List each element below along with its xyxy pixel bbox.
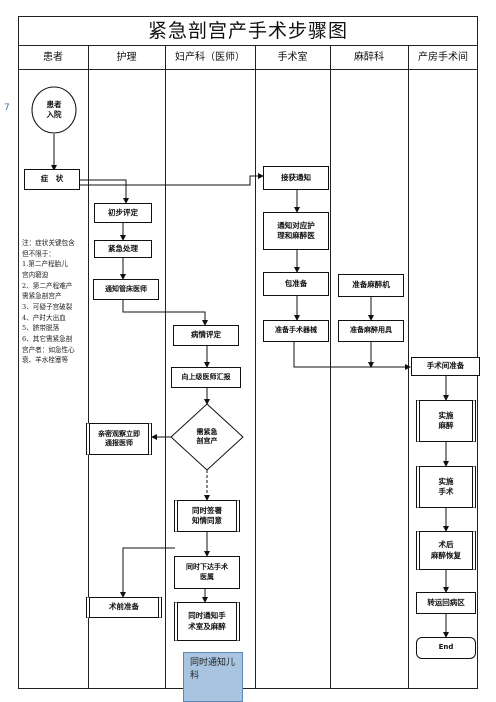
arrow-symptom-to-or xyxy=(80,173,264,186)
lane-header-delivery-or: 产房手术间 xyxy=(408,46,478,70)
end-node: End xyxy=(416,637,476,659)
postop-recovery-node: 术后 麻醉恢复 xyxy=(416,531,476,570)
sign-consent-node: 同时签署 知情同意 xyxy=(174,500,240,532)
side-marker: 7 xyxy=(4,103,10,113)
arrow-instrument-to-room xyxy=(293,342,411,370)
transfer-ward-node: 转运回病区 xyxy=(416,592,476,614)
preop-prep-node: 术前准备 xyxy=(86,597,162,618)
decision-node-shape xyxy=(170,403,244,471)
start-node-shape xyxy=(31,86,77,134)
symptom-node: 症 状 xyxy=(24,169,80,190)
lane-divider xyxy=(165,46,166,689)
emergency-handle-node: 紧急处理 xyxy=(94,240,152,258)
anesthesia-node: 实施 麻醉 xyxy=(416,400,476,442)
observe-notify-node: 亲密观察立即 通报医师 xyxy=(86,423,152,455)
prep-anes-machine-node: 准备麻醉机 xyxy=(338,274,404,297)
receive-notice-node: 接获通知 xyxy=(263,166,329,190)
initial-eval-node: 初步评定 xyxy=(94,203,152,223)
lane-header-nursing: 护理 xyxy=(88,46,165,70)
pack-prep-node: 包准备 xyxy=(263,272,329,296)
symptom-note: 注：症状关键包含 但不限于： 1.第二产程胎儿 宫内窘迫 2、第二产程难产 需紧… xyxy=(22,239,75,365)
arrow-symptom-to-eval xyxy=(80,179,129,204)
notify-team-node: 通知对应护 理和麻醉医 xyxy=(263,212,329,250)
notify-or-anes-node: 同时通知手 术室及麻醉 xyxy=(174,602,240,641)
instrument-prep-node: 准备手术器械 xyxy=(263,320,329,342)
lane-header-anesthesia: 麻醉科 xyxy=(330,46,408,70)
notify-pediatrics-callout: 同时通知儿 科 xyxy=(183,652,243,702)
lane-divider xyxy=(255,46,256,689)
decide-csection-node: 需紧急 剖宫产 xyxy=(196,427,218,445)
report-senior-node: 向上级医师汇报 xyxy=(171,367,241,388)
lane-divider xyxy=(88,46,89,689)
patient-admit-node: 患者 入院 xyxy=(46,99,62,119)
prep-anes-supplies-node: 准备麻醉用具 xyxy=(338,320,404,342)
lane-header-or: 手术室 xyxy=(255,46,330,70)
page-title: 紧急剖宫产手术步骤图 xyxy=(18,16,478,46)
assess-node: 病情评定 xyxy=(173,325,239,346)
room-prep-node: 手术间准备 xyxy=(411,357,480,376)
order-surgery-node: 同时下达手术 医属 xyxy=(174,556,240,589)
lane-header-patient: 患者 xyxy=(18,46,88,70)
flowchart-frame xyxy=(18,16,478,689)
surgery-node: 实施 手术 xyxy=(416,466,476,508)
notify-doctor-node: 通知管床医师 xyxy=(93,279,159,300)
lane-header-obstetrics: 妇产科（医师） xyxy=(165,46,255,70)
arrow-notify-to-assess xyxy=(122,300,208,326)
arrow-to-preop xyxy=(120,547,175,598)
